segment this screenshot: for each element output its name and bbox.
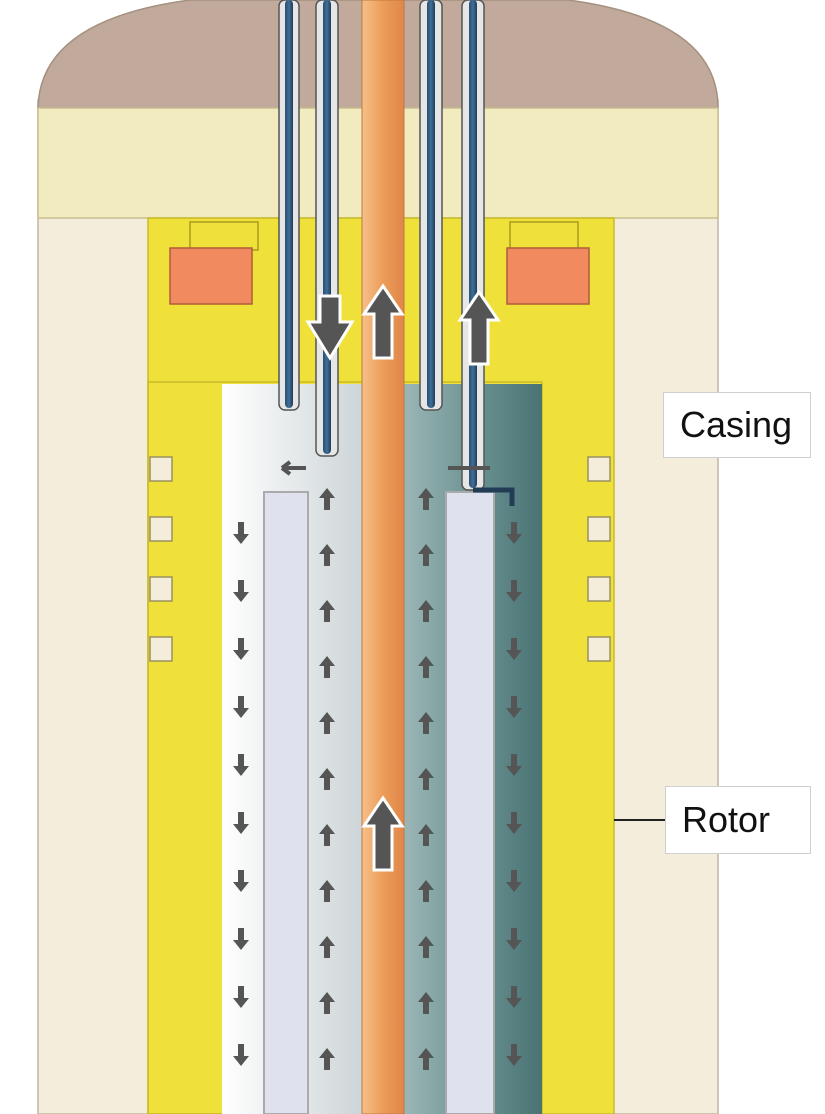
flow-arrows-down-light-channel <box>233 522 249 1066</box>
rotor-slots-left <box>149 456 173 662</box>
flow-arrow-up <box>319 544 335 566</box>
flow-arrow-down <box>233 986 249 1008</box>
insert-tube-right <box>445 491 495 1114</box>
flow-arrow-up <box>319 992 335 1014</box>
flow-arrow-up <box>418 544 434 566</box>
flow-arrow-up <box>319 768 335 790</box>
outlet-arrow-up <box>457 289 501 366</box>
flow-arrow-down <box>233 754 249 776</box>
flow-arrows-up-teal-channel <box>418 488 434 1070</box>
flow-arrow-down <box>233 696 249 718</box>
heater-block-right <box>506 221 590 305</box>
flow-arrow-up <box>418 1048 434 1070</box>
flow-arrow-up <box>319 600 335 622</box>
flow-arrow-up <box>319 880 335 902</box>
flow-arrow-down <box>233 928 249 950</box>
flow-arrow-up <box>319 488 335 510</box>
flow-arrow-up <box>418 824 434 846</box>
flow-arrow-down <box>506 1044 522 1066</box>
flow-arrow-up <box>418 936 434 958</box>
flow-arrow-down <box>506 928 522 950</box>
flow-arrow-up <box>418 712 434 734</box>
pipe-arrow-up-middle <box>361 795 405 872</box>
flow-arrow-up <box>319 712 335 734</box>
flow-arrow-down <box>233 580 249 602</box>
flow-arrow-down <box>233 522 249 544</box>
flow-arrow-down <box>233 812 249 834</box>
flow-arrow-down <box>506 696 522 718</box>
flow-arrow-down <box>233 1044 249 1066</box>
flow-arrows-down-teal-channel <box>506 522 522 1066</box>
flow-arrow-down <box>506 812 522 834</box>
flow-arrow-up <box>418 600 434 622</box>
flow-arrow-down <box>233 870 249 892</box>
flow-arrow-up <box>319 824 335 846</box>
flow-arrow-up <box>418 488 434 510</box>
pipe-arrow-up-top <box>361 283 405 360</box>
thin-tube-2 <box>315 0 339 457</box>
casing-label: Casing <box>663 392 811 458</box>
heater-block-left <box>169 221 259 305</box>
flow-arrows-up-light-channel <box>319 488 335 1070</box>
flow-arrow-down <box>506 638 522 660</box>
rotor-slots-right <box>587 456 611 662</box>
inlet-arrow-down <box>305 294 355 361</box>
flow-arrow-down <box>506 522 522 544</box>
thin-tube-4 <box>461 0 515 506</box>
flow-arrow-up <box>418 768 434 790</box>
flow-arrow-up <box>418 656 434 678</box>
central-pipe <box>361 0 405 1114</box>
flow-arrow-up <box>319 656 335 678</box>
flow-arrow-down <box>506 870 522 892</box>
flow-arrow-up <box>418 992 434 1014</box>
flow-arrow-up <box>319 1048 335 1070</box>
flow-arrow-down <box>506 580 522 602</box>
flow-arrow-down <box>506 754 522 776</box>
rotor-label: Rotor <box>665 786 811 854</box>
flow-arrow-down <box>233 638 249 660</box>
flow-arrow-up <box>418 880 434 902</box>
flow-arrow-left-top <box>280 460 306 476</box>
flow-arrow-up <box>319 936 335 958</box>
thin-tube-3 <box>419 0 443 411</box>
insert-tube-left <box>263 491 309 1114</box>
flow-arrow-down <box>506 986 522 1008</box>
thin-tube-1 <box>278 0 300 411</box>
